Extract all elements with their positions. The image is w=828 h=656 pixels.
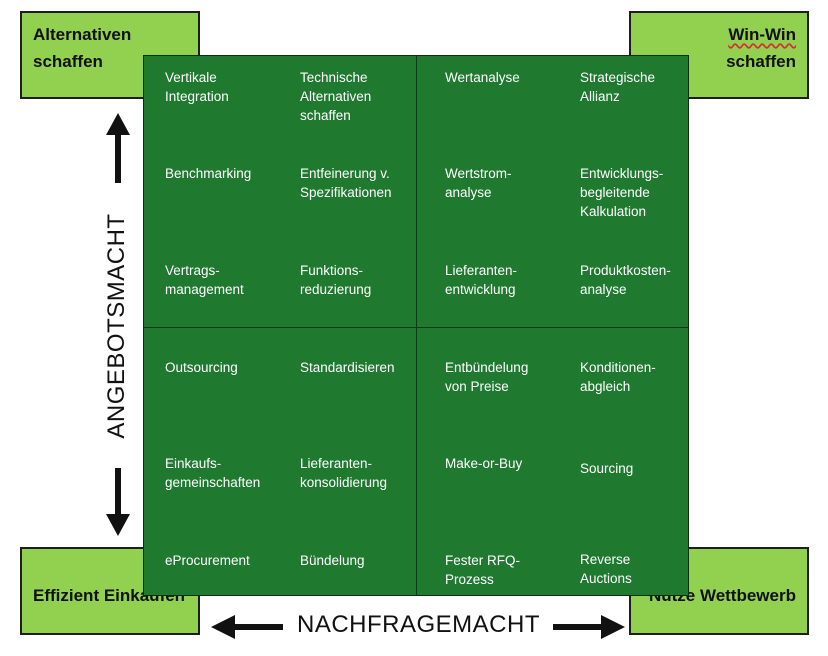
axis-label-angebotsmacht: ANGEBOTSMACHT <box>103 213 130 439</box>
matrix-item: Standardisieren <box>300 360 395 375</box>
matrix-item: Strategische Allianz <box>580 70 656 104</box>
arrow-down-icon <box>106 468 130 536</box>
matrix-item: eProcurement <box>165 553 250 568</box>
matrix-item: Einkaufs- gemeinschaften <box>165 456 261 490</box>
matrix-item: Fester RFQ- Prozess <box>445 553 521 587</box>
arrow-up-icon <box>106 113 130 183</box>
matrix-item: Wertstrom- analyse <box>445 166 512 200</box>
axis-label-nachfragemacht: NACHFRAGEMACHT <box>297 611 541 638</box>
matrix-item: Benchmarking <box>165 166 252 181</box>
corner-label-line2: schaffen <box>726 52 796 71</box>
matrix-item: Entbündelung von Preise <box>445 360 529 394</box>
matrix-vertical-divider <box>416 56 417 595</box>
matrix-item: Technische Alternativen schaffen <box>300 70 372 123</box>
corner-label: Alternativen schaffen <box>33 25 132 71</box>
matrix-item: Reverse Auctions <box>580 552 632 586</box>
matrix-item: Vertrags- management <box>165 263 244 297</box>
corner-label-line1: Win-Win <box>728 25 796 44</box>
matrix-item: Funktions- reduzierung <box>300 263 372 297</box>
arrow-left-icon <box>211 615 283 639</box>
matrix-horizontal-divider <box>144 327 688 328</box>
matrix-item: Sourcing <box>580 461 634 476</box>
matrix-item: Make-or-Buy <box>445 456 523 471</box>
matrix-item: Outsourcing <box>165 360 238 375</box>
matrix-item: Vertikale Integration <box>165 70 229 104</box>
strategy-matrix: Vertikale Integration Technische Alterna… <box>143 55 689 596</box>
arrow-right-icon <box>553 615 625 639</box>
matrix-item: Lieferanten- konsolidierung <box>300 456 388 490</box>
matrix-item: Bündelung <box>300 553 365 568</box>
matrix-item: Entfeinerung v. Spezifikationen <box>300 166 392 200</box>
matrix-item: Wertanalyse <box>445 70 520 85</box>
matrix-item: Konditionen- abgleich <box>580 360 656 394</box>
matrix-item: Entwicklungs- begleitende Kalkulation <box>580 166 664 219</box>
matrix-item: Lieferanten- entwicklung <box>445 263 518 297</box>
matrix-item: Produktkosten- analyse <box>580 263 671 297</box>
